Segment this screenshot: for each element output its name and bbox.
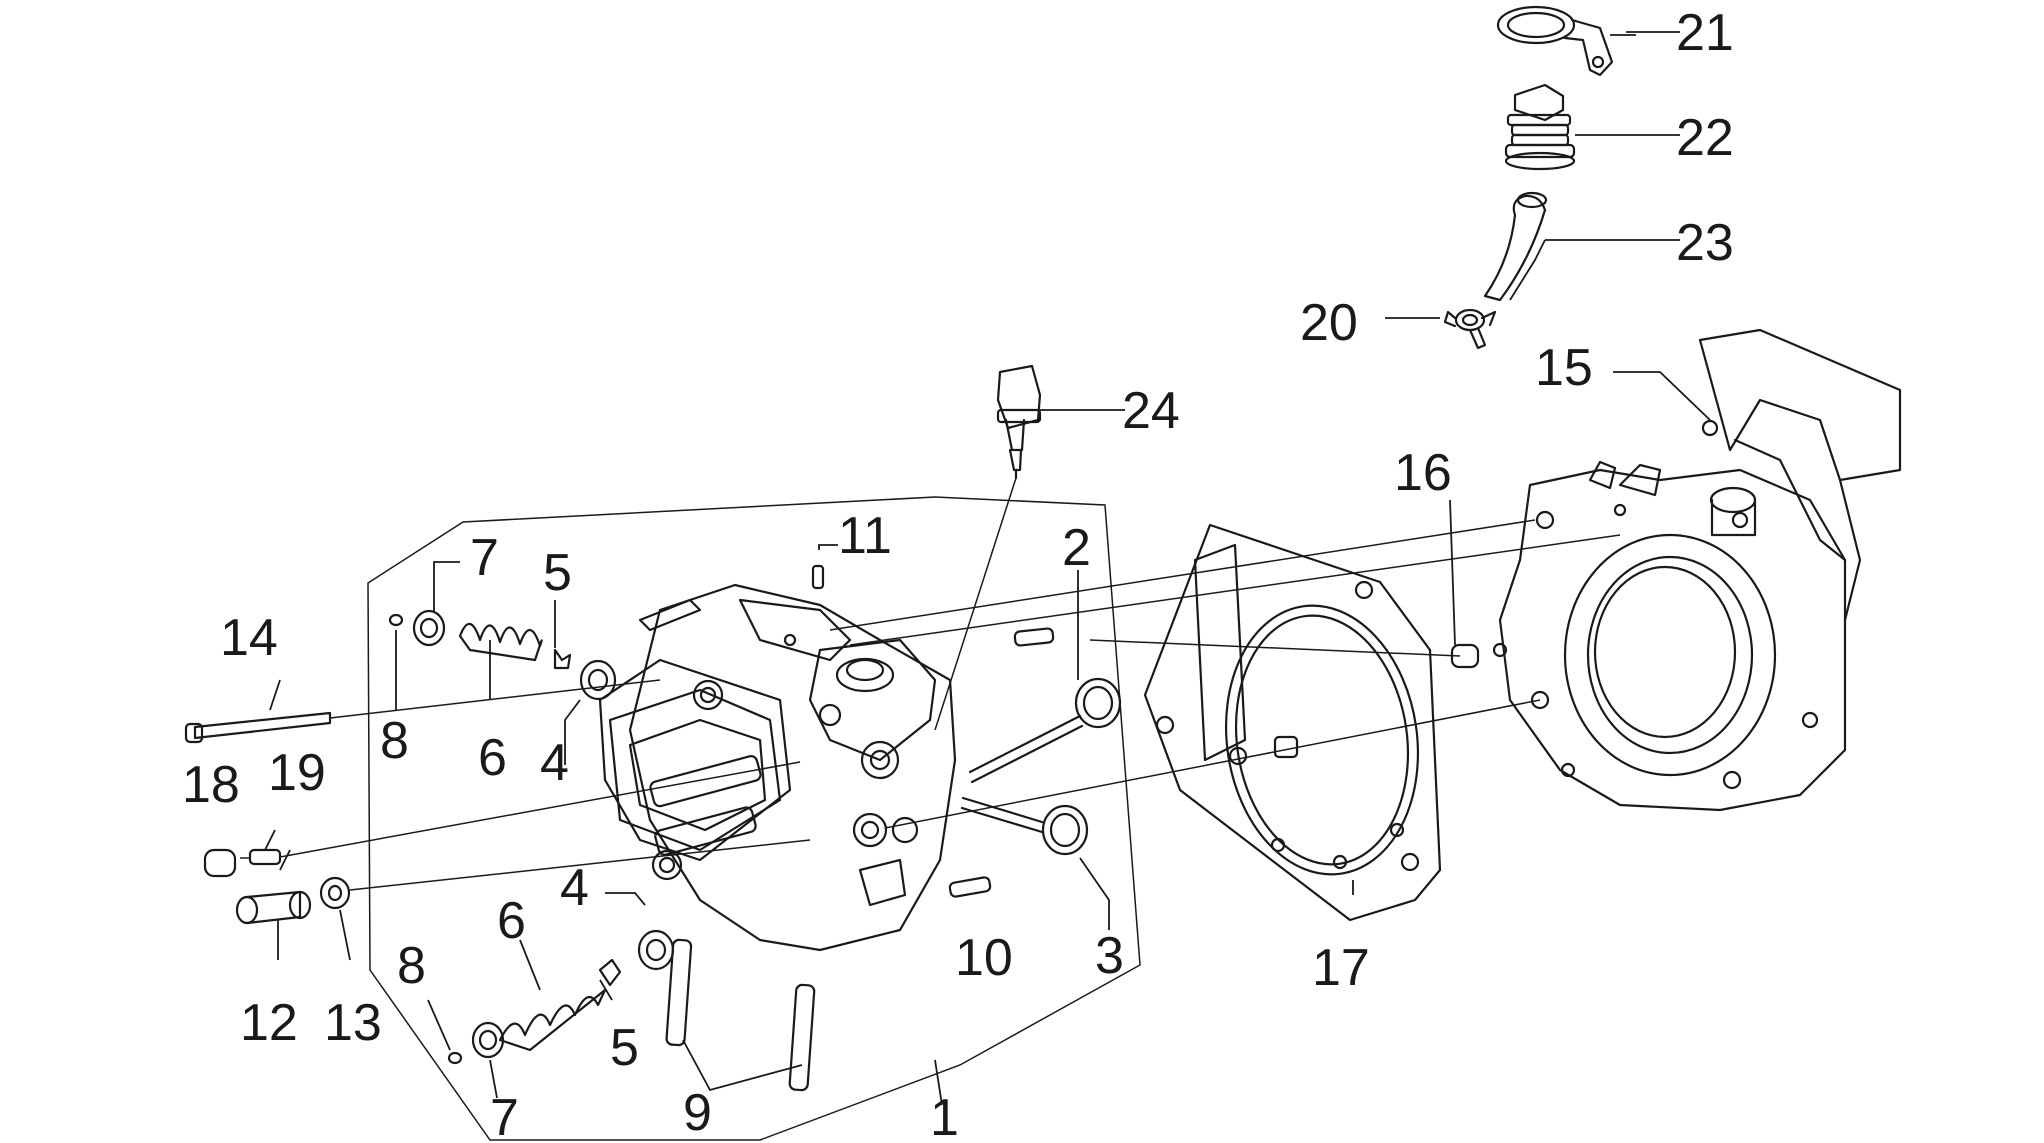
callout-2: 2 (1062, 519, 1091, 577)
upper-valve-spring-stack (388, 609, 617, 701)
callout-6a: 6 (478, 729, 507, 787)
breather-hose-23 (1483, 191, 1548, 302)
callout-16: 16 (1394, 444, 1452, 502)
cylinder-block-15 (1492, 328, 1902, 812)
head-bolt-14 (184, 711, 332, 744)
callout-21: 21 (1676, 4, 1734, 62)
callout-6b: 6 (497, 892, 526, 950)
dowel-pin-10 (948, 876, 992, 898)
leader-lines (264, 31, 1711, 1106)
hose-clamp-20 (1443, 308, 1497, 350)
filler-plug-22 (1504, 83, 1576, 171)
head-gasket-17 (1143, 523, 1442, 922)
callout-10: 10 (955, 929, 1013, 987)
callout-labels: 1 2 3 4 4 5 5 6 6 7 7 8 8 9 10 11 12 13 … (182, 4, 1734, 1143)
washer-13 (319, 876, 351, 910)
callout-7a: 7 (470, 529, 499, 587)
temperature-sensor-24 (996, 364, 1042, 480)
callout-14: 14 (220, 609, 278, 667)
plug-18 (203, 848, 237, 878)
callout-13: 13 (324, 994, 382, 1052)
callout-19: 19 (268, 744, 326, 802)
callout-7b: 7 (490, 1089, 519, 1143)
cylinder-head-group-outline (367, 496, 1141, 1141)
callout-12: 12 (240, 994, 298, 1052)
sensor-19 (240, 848, 282, 866)
callout-4b: 4 (560, 859, 589, 917)
callout-24: 24 (1122, 382, 1180, 440)
dowel-pin-upper (1013, 627, 1055, 647)
callout-8b: 8 (397, 937, 426, 995)
intake-valve-2 (968, 677, 1122, 784)
callout-9: 9 (683, 1084, 712, 1142)
callout-15: 15 (1535, 339, 1593, 397)
callout-23: 23 (1676, 214, 1734, 272)
callout-18: 18 (182, 756, 240, 814)
callout-5a: 5 (543, 544, 572, 602)
cylinder-head (598, 583, 957, 952)
callout-22: 22 (1676, 109, 1734, 167)
callout-17: 17 (1312, 939, 1370, 997)
callout-3: 3 (1095, 927, 1124, 985)
lower-valve-spring-stack (447, 929, 675, 1065)
callout-11: 11 (838, 507, 892, 565)
callout-4a: 4 (540, 734, 569, 792)
spacer-12 (235, 890, 312, 925)
exhaust-valve-3 (960, 796, 1089, 856)
retaining-plate-21 (1496, 5, 1614, 77)
callout-5b: 5 (610, 1019, 639, 1077)
callout-20: 20 (1300, 294, 1358, 352)
callout-1: 1 (930, 1089, 959, 1143)
valve-guide-9b (788, 983, 816, 1092)
valve-guide-9a (665, 938, 693, 1047)
callout-8a: 8 (380, 712, 409, 770)
dowel-pin-11 (811, 564, 825, 590)
